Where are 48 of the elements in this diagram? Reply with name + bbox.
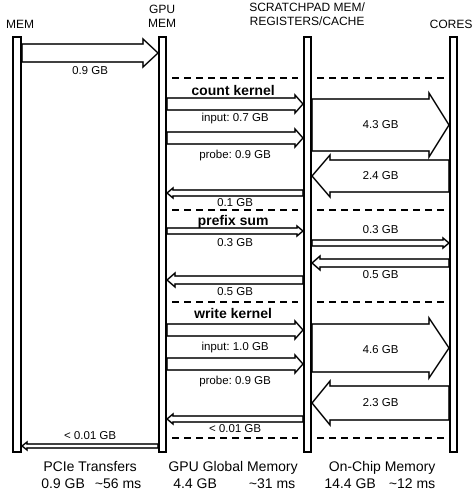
phase-title: prefix sum bbox=[198, 212, 268, 228]
block-arrow bbox=[21, 37, 160, 69]
edge-label: 2.3 GB bbox=[362, 397, 398, 410]
edge-label: 0.3 GB bbox=[362, 224, 398, 236]
summary-text: 4.4 GB bbox=[173, 474, 217, 489]
phase-title: count kernel bbox=[191, 82, 275, 98]
block-arrow bbox=[166, 319, 304, 341]
summary-text: PCIe Transfers bbox=[43, 458, 137, 474]
lifeline-label: CORES bbox=[429, 17, 473, 31]
edge-label: input: 1.0 GB bbox=[201, 341, 269, 354]
edge-label: probe: 0.9 GB bbox=[199, 149, 271, 162]
edge-label: 0.5 GB bbox=[217, 286, 253, 298]
edge-label: < 0.01 GB bbox=[64, 430, 116, 442]
edge-label: < 0.01 GB bbox=[208, 423, 262, 436]
summary-text: GPU Global Memory bbox=[168, 458, 298, 474]
edge-label: 0.1 GB bbox=[217, 197, 253, 210]
block-arrow bbox=[311, 236, 450, 250]
block-arrow bbox=[166, 412, 304, 426]
lifeline-label: SCRATCHPAD MEM/ REGISTERS/CACHE bbox=[248, 0, 366, 28]
edge-label: 4.3 GB bbox=[362, 119, 398, 132]
block-arrow bbox=[166, 127, 304, 149]
summary-text: 14.4 GB bbox=[324, 474, 376, 489]
block-arrow bbox=[166, 93, 304, 115]
summary-text: ~31 ms bbox=[248, 474, 296, 489]
block-arrow bbox=[20, 440, 159, 452]
block-arrow bbox=[311, 378, 450, 428]
summary-text: ~12 ms bbox=[388, 474, 436, 489]
summary-text: On-Chip Memory bbox=[328, 458, 436, 474]
edge-label: input: 0.7 GB bbox=[201, 112, 269, 124]
edge-label: 0.9 GB bbox=[72, 65, 108, 78]
block-arrow bbox=[310, 254, 450, 272]
edge-label: 0.3 GB bbox=[217, 237, 253, 250]
edge-label: 2.4 GB bbox=[362, 170, 398, 182]
block-arrow bbox=[166, 186, 304, 200]
block-arrow bbox=[311, 152, 450, 200]
summary-text: 0.9 GB bbox=[41, 474, 85, 489]
block-arrow bbox=[166, 224, 304, 238]
lifeline-label: MEM bbox=[5, 17, 35, 31]
phase-title: write kernel bbox=[194, 304, 272, 321]
summary-text: ~56 ms bbox=[94, 474, 142, 489]
block-arrow bbox=[166, 271, 304, 289]
edge-label: probe: 0.9 GB bbox=[199, 375, 271, 388]
edge-label: 0.5 GB bbox=[362, 269, 398, 282]
block-arrow bbox=[311, 316, 450, 380]
edge-label: 4.6 GB bbox=[362, 344, 398, 356]
lifeline-label: GPU MEM bbox=[147, 2, 177, 30]
block-arrow bbox=[311, 90, 450, 160]
block-arrow bbox=[166, 353, 304, 375]
